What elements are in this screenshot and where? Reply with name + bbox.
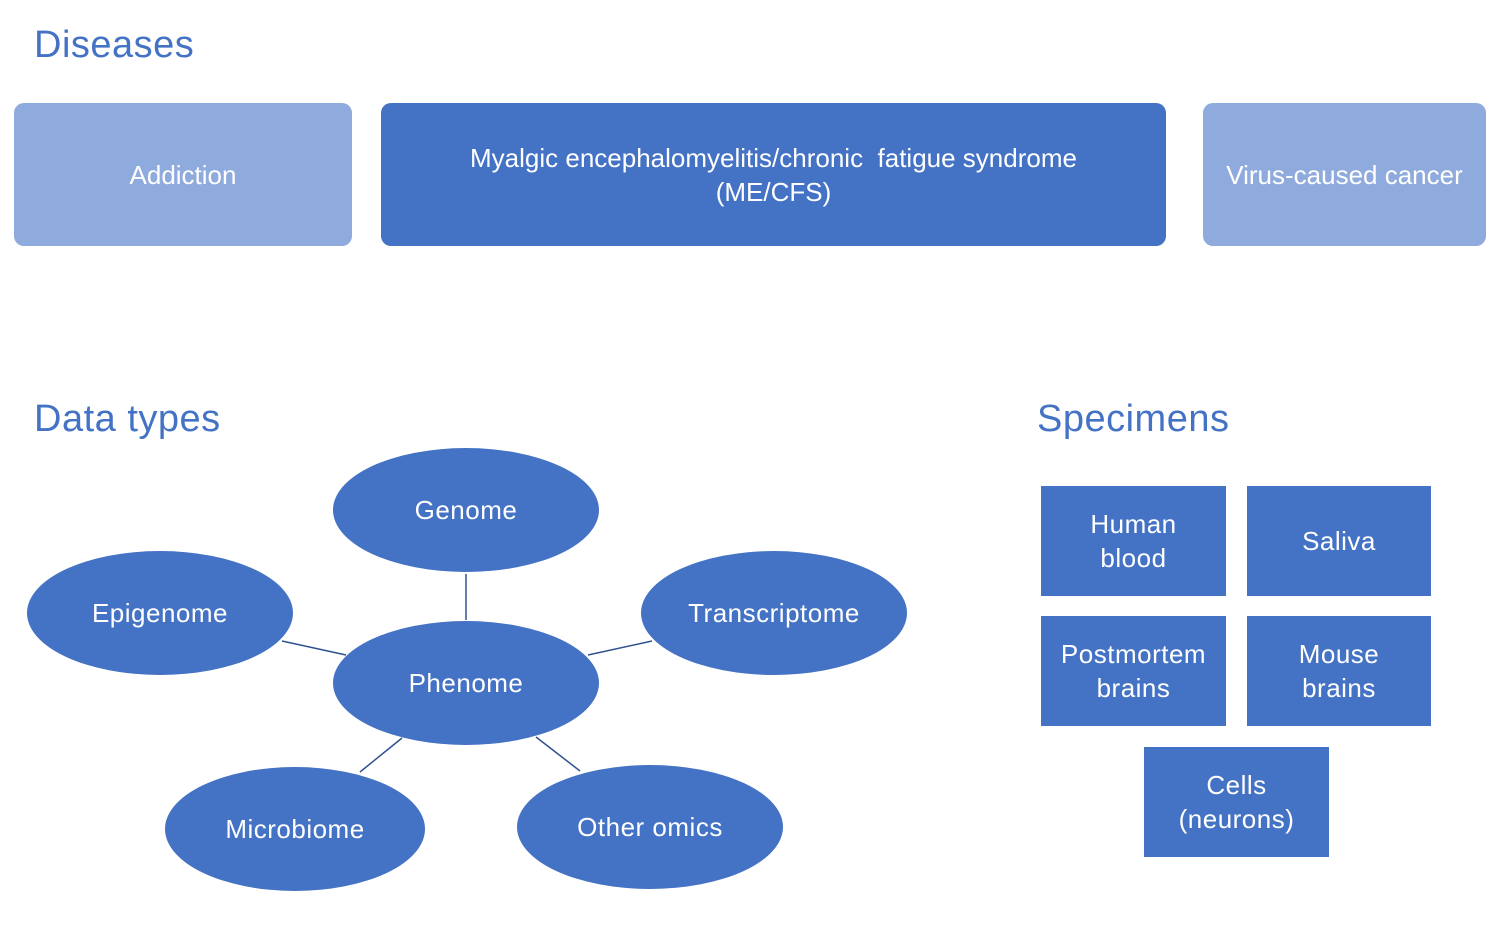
genome-label: Genome <box>415 495 518 525</box>
disease-label: Addiction <box>129 159 237 190</box>
node-genome: Genome <box>333 448 599 572</box>
connectors <box>281 574 653 773</box>
epigenome-label: Epigenome <box>92 598 228 628</box>
specimens-heading: Specimens <box>1037 398 1230 440</box>
connector-epigenome <box>281 640 347 656</box>
other-omics-label: Other omics <box>577 812 723 842</box>
genome-ellipse <box>333 448 599 572</box>
node-phenome: Phenome <box>333 621 599 745</box>
data-types-diagram: Phenome Genome Transcriptome Other omics… <box>27 448 907 891</box>
specimen-human-blood: Human blood <box>1041 486 1226 596</box>
disease-label: Myalgic encephalomyelitis/chronic fatigu… <box>470 142 1085 207</box>
node-microbiome: Microbiome <box>165 767 425 891</box>
disease-box-virus-cancer: Virus-caused cancer <box>1203 103 1486 246</box>
specimen-cells-neurons: Cells (neurons) <box>1144 747 1329 857</box>
other-omics-ellipse <box>517 765 783 889</box>
epigenome-ellipse <box>27 551 293 675</box>
node-epigenome: Epigenome <box>27 551 293 675</box>
node-transcriptome: Transcriptome <box>641 551 907 675</box>
phenome-label: Phenome <box>409 668 524 698</box>
diseases-heading: Diseases <box>34 24 195 66</box>
node-other-omics: Other omics <box>517 765 783 889</box>
disease-box-me-cfs: Myalgic encephalomyelitis/chronic fatigu… <box>381 103 1166 246</box>
specimen-postmortem-brains: Postmortem brains <box>1041 616 1226 726</box>
disease-label: Virus-caused cancer <box>1226 159 1463 190</box>
specimen-mouse-brains: Mouse brains <box>1247 616 1431 726</box>
transcriptome-ellipse <box>641 551 907 675</box>
transcriptome-label: Transcriptome <box>688 598 860 628</box>
microbiome-label: Microbiome <box>225 814 364 844</box>
microbiome-ellipse <box>165 767 425 891</box>
disease-box-addiction: Addiction <box>14 103 352 246</box>
specimen-saliva: Saliva <box>1247 486 1431 596</box>
connector-microbiome <box>359 737 403 773</box>
connector-other-omics <box>535 736 581 772</box>
connector-transcriptome <box>587 640 653 656</box>
phenome-ellipse <box>333 621 599 745</box>
data-types-heading: Data types <box>34 398 221 440</box>
